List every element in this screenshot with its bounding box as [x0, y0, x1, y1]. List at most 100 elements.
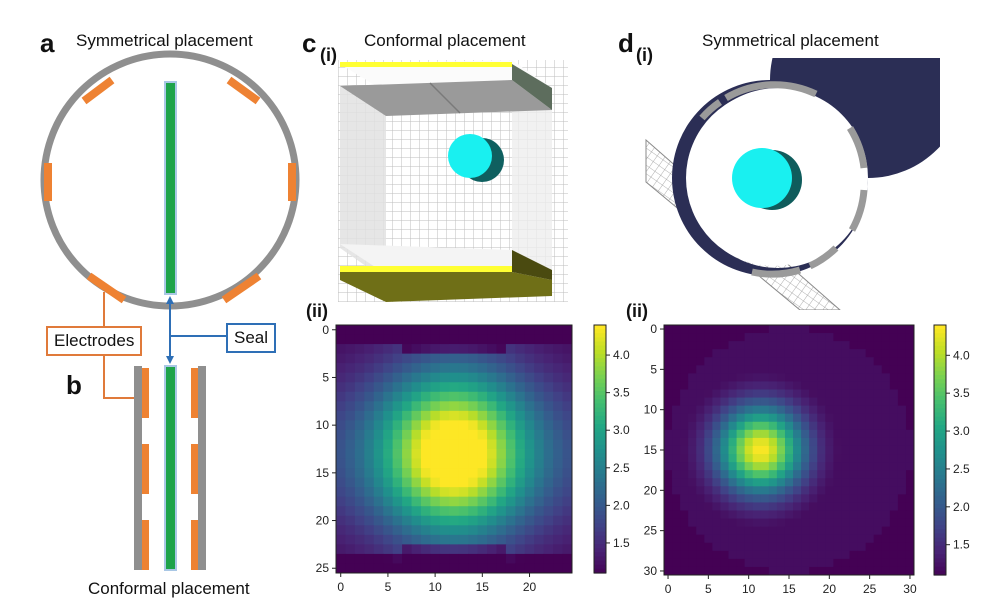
heatmap-cell [487, 372, 497, 383]
heatmap-cell [487, 477, 497, 488]
colorbar-step [594, 345, 606, 351]
heatmap-cell [336, 449, 346, 460]
heatmap-cell [430, 506, 441, 517]
electrode-d-top [724, 81, 818, 102]
heatmap-cell [373, 363, 384, 374]
heatmap-cell [439, 544, 450, 555]
colorbar-step [594, 432, 606, 438]
heatmap-cell [496, 353, 507, 364]
heatmap-cell [439, 496, 450, 507]
heatmap-cell [420, 487, 431, 498]
electrode-b-right-2 [191, 444, 198, 494]
heatmap-cell [534, 429, 545, 440]
heatmap-cell [411, 458, 422, 469]
heatmap-cell [411, 468, 422, 479]
heatmap-cell [505, 363, 516, 374]
heatmap-cell [354, 544, 365, 555]
heatmap-cell [392, 563, 403, 574]
heatmap-cell [534, 468, 545, 479]
heatmap-cell [439, 487, 450, 498]
colorbar-step [594, 527, 606, 533]
heatmap-cell [487, 449, 497, 460]
heatmap-cell [553, 344, 564, 355]
heatmap-cell [543, 382, 554, 393]
heatmap-cell [515, 401, 526, 412]
heatmap-cell [468, 563, 479, 574]
panel-d-letter: d [618, 28, 634, 58]
heatmap-cell [496, 401, 507, 412]
panel-c-title: Conformal placement [364, 31, 526, 50]
heatmap-cell [383, 544, 394, 555]
colorbar-step [594, 440, 606, 446]
heatmap-cell [543, 429, 554, 440]
colorbar-step [594, 568, 606, 574]
heatmap-cell [420, 468, 431, 479]
heatmap-cell [543, 458, 554, 469]
heatmap-cell [515, 487, 526, 498]
heatmap-cell [402, 401, 413, 412]
heatmap-cell [439, 515, 450, 526]
heatmap-cell [477, 534, 488, 545]
heatmap-cell [496, 439, 507, 450]
heatmap-cell [420, 363, 431, 374]
heatmap-cell [354, 477, 365, 488]
heatmap-cell [364, 372, 375, 383]
colorbar-step [594, 469, 606, 475]
heatmap-cell [458, 344, 469, 355]
heatmap-cell [543, 391, 554, 402]
heatmap-cell [496, 363, 507, 374]
heatmap-cell [364, 515, 375, 526]
heatmap-cell [402, 563, 413, 574]
colorbar-step [594, 428, 606, 434]
heatmap-cell [449, 563, 460, 574]
heatmap-cell [392, 391, 403, 402]
colorbar-tick-label: 3.5 [613, 386, 630, 400]
electrode-b-right-3 [191, 520, 198, 570]
heatmap-cell [505, 496, 516, 507]
heatmap-cell [543, 477, 554, 488]
heatmap-cell [496, 496, 507, 507]
heatmap-cell [402, 553, 413, 564]
heatmap-cell [515, 458, 526, 469]
heatmap-cell [496, 429, 507, 440]
heatmap-cell [336, 525, 346, 536]
heatmap-cell [354, 439, 365, 450]
heatmap-cell [524, 429, 535, 440]
heatmap-cell [430, 439, 441, 450]
heatmap-cell [553, 534, 564, 545]
heatmap-cell [420, 401, 431, 412]
heatmap-cell [345, 334, 356, 345]
heatmap-cell [402, 515, 413, 526]
heatmap-cell [430, 353, 441, 364]
heatmap-cell [543, 401, 554, 412]
heatmap-cell [354, 410, 365, 421]
heatmap-cell [458, 468, 469, 479]
heatmap-cell [487, 525, 497, 536]
heatmap-cell [336, 344, 346, 355]
heatmap-cell [392, 506, 403, 517]
heatmap-cell [496, 477, 507, 488]
arrow-up-icon [166, 296, 174, 304]
heatmap-cell [562, 506, 573, 517]
heatmap-cell [336, 353, 346, 364]
heatmap-cell [420, 553, 431, 564]
heatmap-cell [345, 477, 356, 488]
heatmap-cell [496, 563, 507, 574]
heatmap-cell [449, 449, 460, 460]
heatmap-cell [430, 391, 441, 402]
colorbar-step [594, 515, 606, 520]
heatmap-cell [487, 468, 497, 479]
heatmap-cell [383, 487, 394, 498]
heatmap-cell [553, 401, 564, 412]
heatmap-cell [524, 534, 535, 545]
heatmap-cell [420, 439, 431, 450]
heatmap-cell [524, 553, 535, 564]
heatmap-cell [383, 429, 394, 440]
heatmap-cell [336, 468, 346, 479]
heatmap-cell [496, 487, 507, 498]
heatmap-cell [364, 553, 375, 564]
colorbar-tick-label: 3.0 [613, 423, 630, 437]
heatmap-cell [420, 506, 431, 517]
heatmap-cell [524, 382, 535, 393]
heatmap-cell [553, 439, 564, 450]
